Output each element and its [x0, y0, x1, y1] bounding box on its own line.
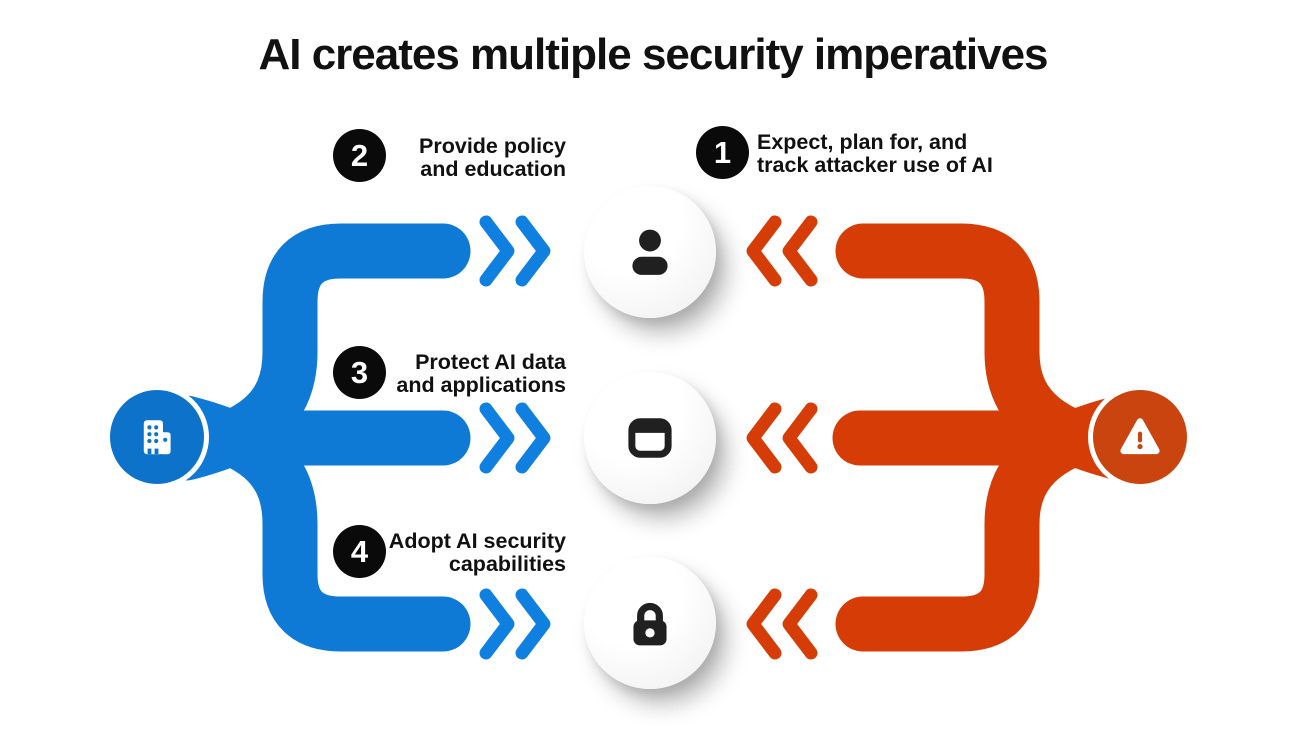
blue-branch-shape	[150, 223, 471, 652]
warning-triangle-icon	[1120, 418, 1160, 455]
step-3-badge: 3	[333, 346, 386, 399]
security-node	[584, 557, 716, 689]
step-1-label-line2: track attacker use of AI	[757, 153, 993, 177]
orange-branch-shape	[832, 223, 1156, 652]
app-window-icon	[628, 418, 672, 458]
step-4-number: 4	[350, 533, 369, 569]
page-title: AI creates multiple security imperatives	[258, 30, 1048, 79]
threat-hub	[1093, 390, 1187, 484]
organization-hub	[110, 390, 204, 484]
step-4-label: Adopt AI security capabilities	[356, 530, 566, 576]
step-4-badge: 4	[333, 525, 386, 578]
step-3-number: 3	[350, 354, 369, 390]
step-1-label-line1: Expect, plan for, and	[757, 130, 968, 154]
step-2-badge: 2	[333, 129, 386, 182]
step-2-label-line2: and education	[420, 157, 566, 181]
step-1-number: 1	[713, 134, 732, 170]
double-chevron-right-icon	[479, 215, 551, 660]
people-node	[584, 186, 716, 318]
step-3-label: Protect AI data and applications	[356, 351, 566, 397]
step-3-label-line2: and applications	[396, 373, 566, 397]
double-chevron-left-icon	[746, 215, 818, 660]
application-node	[584, 372, 716, 504]
step-2-number: 2	[350, 137, 369, 173]
building-icon	[143, 420, 171, 455]
step-2-label: Provide policy and education	[356, 135, 566, 181]
step-1-badge: 1	[696, 126, 749, 179]
step-1-label: Expect, plan for, and track attacker use…	[757, 131, 993, 177]
step-3-label-line1: Protect AI data	[415, 350, 566, 374]
lock-icon	[633, 602, 667, 646]
step-4-label-line1: Adopt AI security	[388, 529, 566, 553]
person-icon	[632, 229, 668, 275]
step-2-label-line1: Provide policy	[419, 134, 566, 158]
step-4-label-line2: capabilities	[448, 552, 566, 576]
